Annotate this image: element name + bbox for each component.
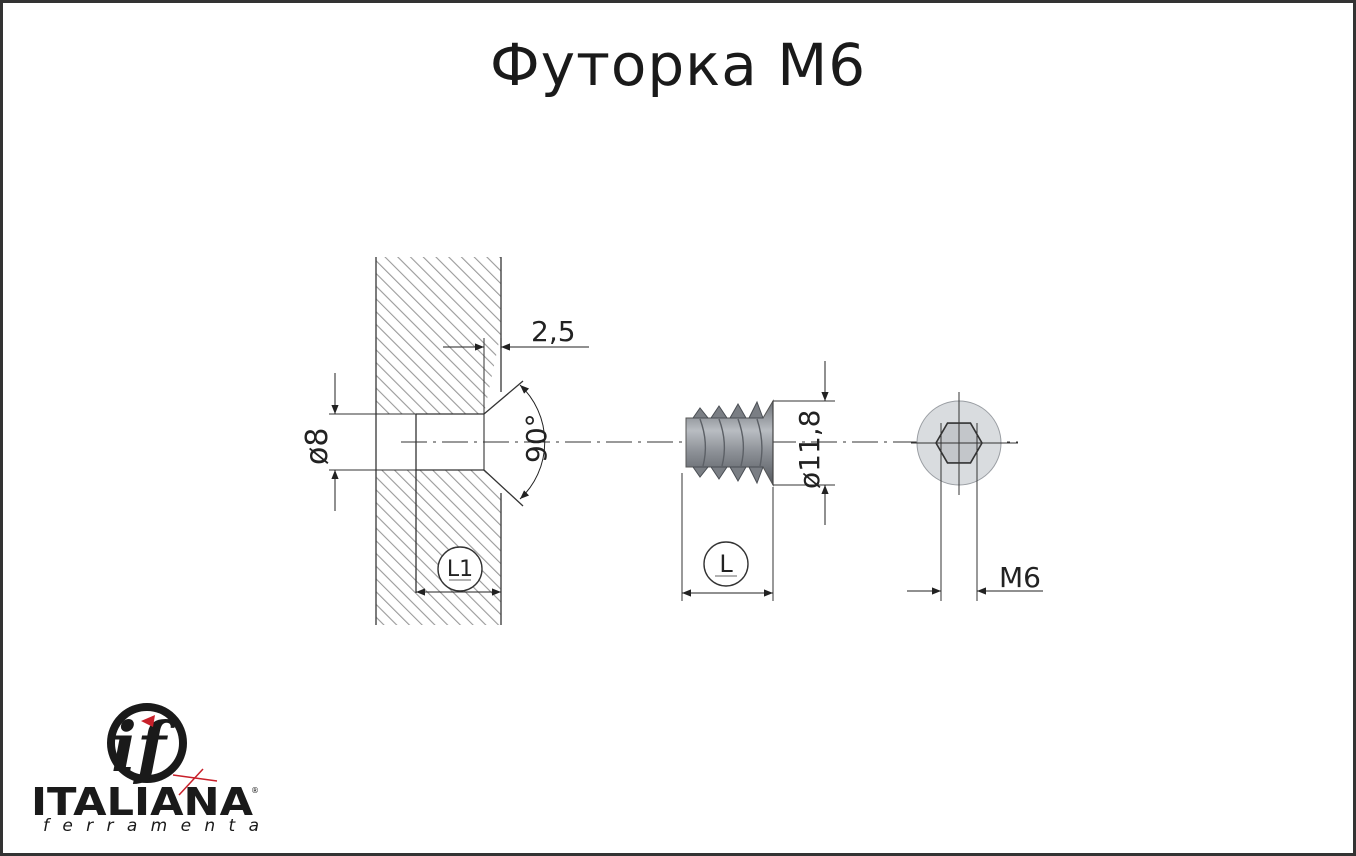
hole-diameter-dimension: ø8 [300,373,416,511]
depth-dimension: 2,5 [443,315,589,414]
hole-diameter-label: ø8 [300,428,335,465]
italiana-logo: if ITALIANA ferramenta ® [31,703,259,836]
length-dimension: L [681,473,774,601]
logo-accent [141,715,155,727]
registered-icon: ® [251,786,259,795]
threaded-insert [685,399,774,487]
length-label: L [719,550,733,578]
technical-drawing: 2,5 ø8 90° L1 [31,257,1043,836]
outer-diameter-label: ø11,8 [793,410,826,489]
board-hatch-top [376,257,501,414]
logo-brand: ITALIANA [31,780,254,824]
hole-length-dimension: L1 [416,546,501,596]
board-hatch-bottom [376,470,501,625]
outer-diameter-dimension: ø11,8 [773,361,835,525]
thread-label: M6 [999,561,1041,594]
angle-label: 90° [520,413,553,463]
angle-dimension: 90° [519,384,553,500]
page-title: Футорка М6 [489,31,867,99]
depth-label: 2,5 [531,315,576,348]
length-circle [703,541,749,587]
logo-mark-ring [107,703,187,783]
insert-front-view [911,392,1018,601]
hole-length-label: L1 [447,557,473,582]
board-section [375,257,524,625]
thread-dimension: M6 [907,561,1043,595]
